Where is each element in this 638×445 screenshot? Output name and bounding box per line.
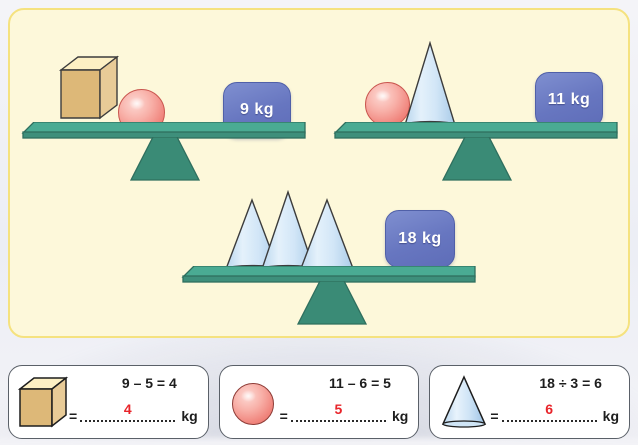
answer-body: 11 – 6 = 5 = 5 kg	[280, 366, 411, 438]
weight-badge-eighteen: 18 kg	[385, 210, 455, 268]
balance-scale-two: 11 kg	[332, 34, 622, 181]
equals-sign: =	[69, 408, 78, 424]
cone-object	[296, 198, 358, 276]
equals-sign: =	[490, 408, 499, 424]
balance-scale-one: 9 kg	[20, 40, 310, 181]
answer-box-sphere[interactable]: 11 – 6 = 5 = 5 kg	[218, 365, 420, 439]
answer-value: 5	[334, 401, 343, 417]
unit-label: kg	[602, 408, 620, 424]
answer-box-cube[interactable]: 9 – 5 = 4 = 4 kg	[8, 365, 209, 439]
equation-text: 9 – 5 = 4	[121, 375, 177, 391]
balance-scale-three: 18 kg	[180, 182, 480, 325]
equation-text: 11 – 6 = 5	[329, 375, 391, 391]
weight-badge-eleven: 11 kg	[535, 72, 603, 128]
answer-line: = 6 kg	[490, 402, 620, 424]
answer-box-cone[interactable]: 18 ÷ 3 = 6 = 6 kg	[429, 365, 631, 439]
equals-sign: =	[279, 408, 288, 424]
cube-object	[58, 54, 120, 122]
answer-body: 18 ÷ 3 = 6 = 6 kg	[490, 366, 621, 438]
answer-blank[interactable]: 6	[501, 402, 597, 422]
cube-icon	[17, 374, 69, 430]
answer-line: = 5 kg	[279, 402, 409, 424]
answer-body: 9 – 5 = 4 = 4 kg	[69, 366, 200, 438]
answer-value: 6	[545, 401, 553, 417]
unit-label: kg	[181, 408, 198, 424]
equation-text: 18 ÷ 3 = 6	[539, 375, 602, 391]
balance-scales-panel: 9 kg	[8, 8, 630, 338]
sphere-icon	[228, 374, 280, 430]
answer-blank[interactable]: 4	[80, 402, 176, 422]
answer-blank[interactable]: 5	[290, 402, 386, 422]
answer-boxes-row: 9 – 5 = 4 = 4 kg 11 – 6 = 5 = 5 kg	[8, 365, 631, 439]
unit-label: kg	[392, 408, 409, 424]
answer-value: 4	[123, 401, 132, 417]
cone-icon	[438, 374, 490, 430]
answer-line: = 4 kg	[69, 402, 198, 424]
cone-object	[402, 41, 458, 129]
